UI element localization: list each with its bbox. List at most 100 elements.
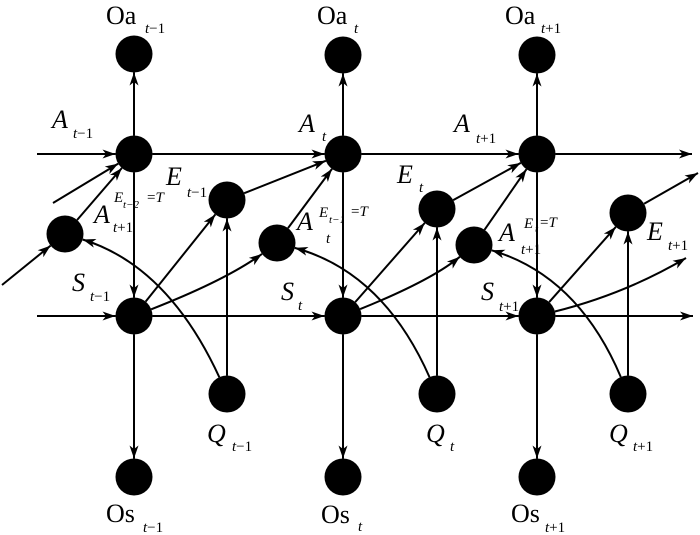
- node-ac-t: [258, 224, 296, 262]
- label-e-tm1-base: E: [165, 162, 182, 191]
- label-oa-tp1-base: Oa: [505, 1, 536, 30]
- subscript-offset: +1: [549, 520, 565, 535]
- subscript-offset: +1: [503, 299, 519, 315]
- edge-q-tp1-to-ac-tp1: [491, 249, 622, 378]
- label-oa-tm1-base: Oa: [106, 1, 137, 30]
- node-s-t: [324, 297, 362, 335]
- subscript-variable: t: [90, 289, 95, 305]
- label-ac-t-superscript-subscript: t−1: [329, 214, 345, 226]
- condition-operator: =: [540, 215, 548, 231]
- label-a-t-subscript: t: [322, 129, 327, 145]
- node-os-tp1: [518, 458, 556, 496]
- label-q-t-base: Q: [426, 419, 445, 448]
- label-os-tp1-subscript: t+1: [545, 520, 565, 535]
- node-e-t: [418, 190, 456, 228]
- label-q-tm1-base: Q: [207, 419, 226, 448]
- label-s-tm1-base: S: [72, 268, 85, 297]
- label-q-tm1-subscript: t−1: [232, 439, 252, 455]
- subscript-variable: t: [326, 231, 331, 247]
- label-ac-t-superscript-variable: E: [318, 205, 328, 221]
- label-ac-tp1-base: A: [497, 218, 515, 247]
- node-s-tp1: [518, 297, 556, 335]
- edge-s-t-to-ac-tp1: [359, 256, 461, 311]
- subscript-offset: −1: [147, 520, 163, 535]
- node-oa-t: [324, 36, 362, 74]
- label-oa-tm1-subscript: t−1: [145, 21, 165, 37]
- label-s-tm1-subscript: t−1: [90, 289, 110, 305]
- subscript-variable: t: [541, 21, 546, 37]
- label-a-tp1: At+1: [452, 109, 496, 147]
- condition-value: T: [359, 204, 369, 220]
- edge-s-tp1-to-offscreen-right-s2: [554, 257, 687, 313]
- subscript-offset: −1: [191, 185, 207, 201]
- condition-operator: =: [147, 190, 155, 206]
- subscript-variable: t: [476, 131, 481, 147]
- label-os-tm1-subscript: t−1: [143, 520, 163, 535]
- node-e-tp1: [609, 194, 647, 232]
- node-a-tm1: [115, 135, 153, 173]
- label-ac-tp1-superscript-variable: E: [523, 216, 533, 232]
- edge-s-tm1-to-ac-t: [150, 253, 263, 311]
- node-oa-tm1: [115, 35, 153, 73]
- label-a-tm1-subscript: t−1: [73, 126, 93, 142]
- label-s-t-subscript: t: [298, 298, 303, 314]
- label-s-tp1: St+1: [481, 277, 519, 315]
- node-q-t: [418, 375, 456, 413]
- subscript-variable: t: [521, 242, 526, 258]
- edge-offscreen-left-e-to-a-tm1: [52, 162, 119, 204]
- condition-operator: =: [351, 204, 359, 220]
- label-s-tp1-base: S: [481, 277, 494, 306]
- subscript-variable: t: [633, 439, 638, 455]
- edge-offscreen-left-s2-to-ac-tm1: [1, 244, 52, 286]
- edge-e-tp1-to-offscreen-right-e: [643, 172, 699, 205]
- node-q-tm1: [208, 375, 246, 413]
- node-e-tm1: [208, 181, 246, 219]
- label-ac-tp1-superscript-subscript: t: [535, 223, 539, 235]
- subscript-offset: −1: [94, 289, 110, 305]
- label-os-t-subscript: t: [358, 519, 363, 535]
- edge-e-tm1-to-a-t: [243, 159, 327, 195]
- label-oa-t-subscript: t: [354, 21, 359, 37]
- subscript-offset: +1: [545, 21, 561, 37]
- node-a-tp1: [518, 135, 556, 173]
- label-os-tm1-base: Os: [106, 499, 135, 528]
- label-ac-tm1-superscript-subscript: t−2: [123, 199, 139, 211]
- subscript-offset: +1: [672, 238, 688, 254]
- subscript-variable: t: [187, 185, 192, 201]
- node-oa-tp1: [518, 36, 556, 74]
- label-ac-t-base: A: [295, 207, 313, 236]
- subscript-variable: t: [419, 180, 424, 196]
- label-a-tp1-subscript: t+1: [476, 131, 496, 147]
- label-a-tm1-base: A: [50, 105, 68, 134]
- label-e-t-base: E: [396, 160, 413, 189]
- node-ac-tm1: [46, 215, 84, 253]
- subscript-offset: +1: [637, 439, 653, 455]
- edge-q-t-to-ac-t: [294, 246, 431, 378]
- label-e-tm1: Et−1: [165, 162, 207, 201]
- label-e-tp1-subscript: t+1: [668, 238, 688, 254]
- subscript-variable: t: [298, 298, 303, 314]
- edge-q-tm1-to-ac-tm1: [82, 238, 221, 378]
- subscript-offset: +1: [480, 131, 496, 147]
- label-os-tm1: Os t−1: [106, 499, 163, 535]
- node-s-tm1: [115, 297, 153, 335]
- edge-ac-t-to-a-t: [287, 168, 333, 229]
- condition-value: T: [548, 215, 558, 231]
- label-oa-t-base: Oa: [317, 1, 348, 30]
- label-q-tp1-subscript: t+1: [633, 439, 653, 455]
- subscript-variable: t: [450, 439, 455, 455]
- label-e-tm1-subscript: t−1: [187, 185, 207, 201]
